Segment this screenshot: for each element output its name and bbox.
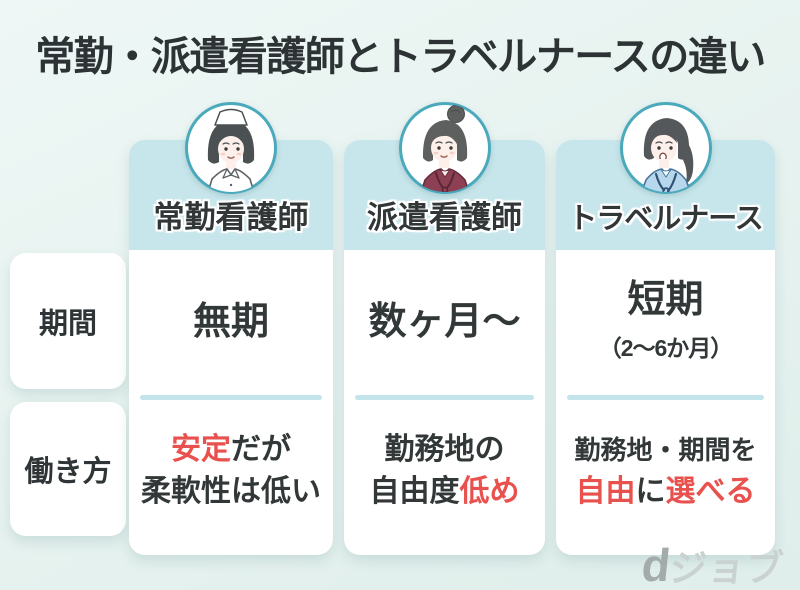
travel-nurse-avatar-icon bbox=[619, 102, 712, 194]
row-divider bbox=[140, 395, 322, 400]
text-segment: 無期 bbox=[192, 300, 269, 343]
column-fulltime-nurse: 常勤看護師 無期 安定だが柔軟性は低い bbox=[129, 102, 333, 555]
cell-workstyle-dispatch: 勤務地の自由度低め bbox=[344, 400, 545, 555]
column-dispatch-nurse: 派遣看護師 数ヶ月〜 勤務地の自由度低め bbox=[344, 102, 545, 555]
text-line: 柔軟性は低い bbox=[141, 471, 321, 513]
d-job-logo-text: ジョブ bbox=[667, 548, 786, 589]
text-line: 自由度低め bbox=[370, 471, 520, 513]
text-segment: だが bbox=[231, 432, 291, 466]
text-segment: （2〜6か月） bbox=[598, 334, 734, 361]
row-divider bbox=[355, 395, 534, 400]
column-body: 短期（2〜6か月） 勤務地・期間を自由に選べる bbox=[556, 250, 775, 555]
text-segment: 柔軟性は低い bbox=[141, 474, 321, 508]
text-segment: 短期 bbox=[627, 278, 704, 321]
text-line: 短期 bbox=[627, 279, 703, 323]
column-header-label: 常勤看護師 bbox=[153, 200, 309, 235]
text-line: （2〜6か月） bbox=[598, 323, 734, 367]
row-divider bbox=[567, 395, 764, 400]
text-segment: 自由度 bbox=[369, 474, 460, 508]
cell-workstyle-travel: 勤務地・期間を自由に選べる bbox=[556, 400, 775, 555]
highlighted-text: 自由 bbox=[575, 474, 636, 508]
cell-period-dispatch: 数ヶ月〜 bbox=[344, 250, 545, 395]
row-label-workstyle: 働き方 bbox=[10, 402, 126, 536]
dispatch-nurse-avatar-icon bbox=[398, 102, 491, 194]
column-travel-nurse: トラベルナース 短期（2〜6か月） 勤務地・期間を自由に選べる bbox=[556, 102, 775, 555]
column-header-label: 派遣看護師 bbox=[367, 200, 522, 235]
row-label-period-text: 期間 bbox=[38, 308, 97, 340]
text-line: 勤務地・期間を bbox=[574, 429, 756, 471]
text-segment: に bbox=[635, 474, 666, 508]
column-header-travel: トラベルナース bbox=[556, 140, 775, 250]
page-title: 常勤・派遣看護師とトラベルナースの違い bbox=[35, 35, 766, 79]
cell-period-fulltime: 無期 bbox=[129, 250, 333, 395]
highlighted-text: 安定 bbox=[171, 432, 231, 466]
travel-nurse-avatar bbox=[618, 100, 714, 196]
row-label-workstyle-text: 働き方 bbox=[24, 456, 112, 488]
fulltime-nurse-avatar-icon bbox=[185, 102, 277, 194]
column-body: 無期 安定だが柔軟性は低い bbox=[129, 250, 333, 555]
text-line: 安定だが bbox=[171, 429, 291, 471]
text-segment: 勤務地の bbox=[384, 432, 505, 466]
cell-period-travel: 短期 （2〜6か月） bbox=[556, 250, 775, 395]
text-segment: 勤務地・期間を bbox=[574, 434, 757, 465]
text-line: 勤務地の bbox=[385, 429, 505, 471]
text-line: 数ヶ月〜 bbox=[368, 301, 520, 345]
text-segment: 数ヶ月〜 bbox=[368, 300, 521, 343]
column-body: 数ヶ月〜 勤務地の自由度低め bbox=[344, 250, 545, 555]
text-line: 無期 bbox=[193, 301, 269, 345]
d-job-watermark: d ジョブ bbox=[639, 539, 786, 590]
highlighted-text: 選べる bbox=[665, 474, 756, 508]
column-header-label: トラベルナース bbox=[568, 203, 764, 235]
row-label-period: 期間 bbox=[10, 253, 126, 389]
fulltime-nurse-avatar bbox=[183, 100, 279, 196]
highlighted-text: 低め bbox=[459, 474, 520, 508]
cell-workstyle-fulltime: 安定だが柔軟性は低い bbox=[129, 400, 333, 555]
dispatch-nurse-avatar bbox=[397, 100, 493, 196]
text-line: 自由に選べる bbox=[576, 471, 756, 513]
